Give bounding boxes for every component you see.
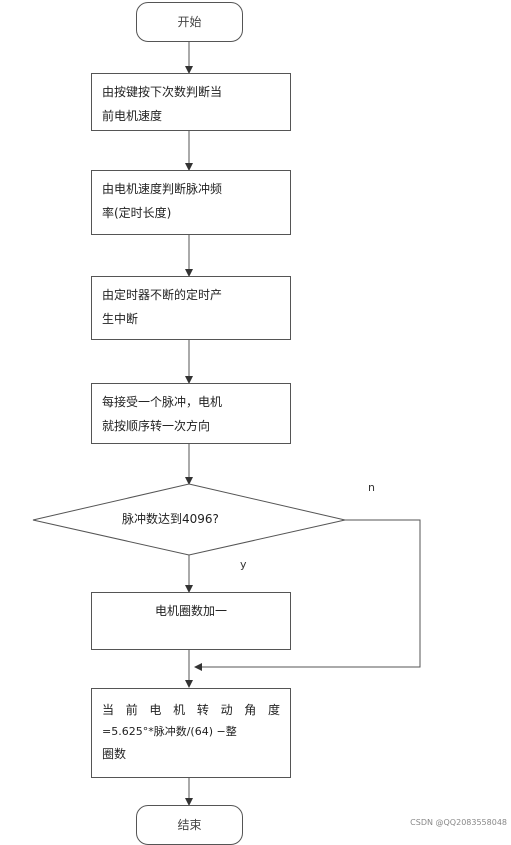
- step1-line2: 前电机速度: [102, 109, 163, 123]
- step3-line2: 生中断: [102, 312, 139, 326]
- step-timer-interrupt: 由定时器不断的定时产 生中断: [91, 276, 291, 340]
- step4-line1: 每接受一个脉冲，电机: [102, 395, 223, 409]
- step4-line2: 就按顺序转一次方向: [102, 419, 211, 433]
- watermark: CSDN @QQ2083558048: [410, 818, 507, 827]
- step6-line2: =5.625°*脉冲数/(64) −整: [102, 725, 237, 738]
- start-label: 开始: [177, 15, 202, 29]
- step3-line1: 由定时器不断的定时产: [102, 288, 223, 302]
- step5-label: 电机圈数加一: [154, 604, 227, 618]
- end-node: 结束: [136, 805, 243, 845]
- decision-label: 脉冲数达到4096?: [122, 512, 219, 526]
- step1-line1: 由按键按下次数判断当: [102, 85, 223, 99]
- yes-branch-label: y: [240, 558, 247, 571]
- step6-line3: 圈数: [102, 747, 127, 761]
- step-increment-turns: 电机圈数加一: [91, 592, 291, 650]
- step-current-angle: 当 前 电 机 转 动 角 度 =5.625°*脉冲数/(64) −整 圈数: [91, 688, 291, 778]
- step6-line1: 当 前 电 机 转 动 角 度: [102, 703, 280, 717]
- step2-line1: 由电机速度判断脉冲频: [102, 182, 223, 196]
- decision-diamond: [32, 483, 346, 556]
- end-label: 结束: [177, 818, 202, 832]
- step-judge-speed: 由按键按下次数判断当 前电机速度: [91, 73, 291, 131]
- arrow-no-branch: [194, 519, 421, 671]
- step2-line2: 率(定时长度): [102, 206, 172, 220]
- step-judge-frequency: 由电机速度判断脉冲频 率(定时长度): [91, 170, 291, 235]
- start-node: 开始: [136, 2, 243, 42]
- no-branch-label: n: [368, 481, 375, 494]
- step-pulse-rotate: 每接受一个脉冲，电机 就按顺序转一次方向: [91, 383, 291, 444]
